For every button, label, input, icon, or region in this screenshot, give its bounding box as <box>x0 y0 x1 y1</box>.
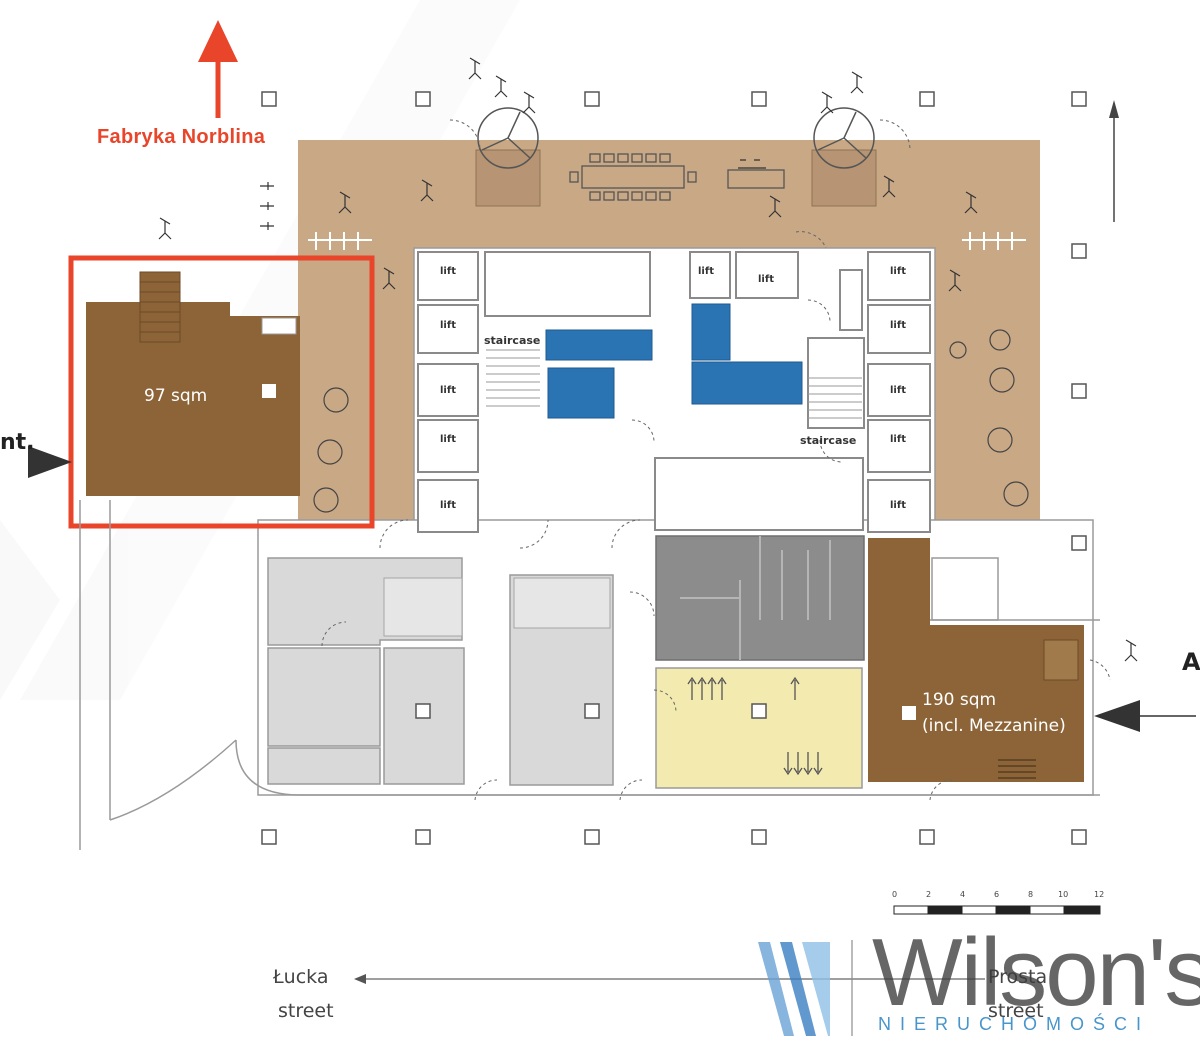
lift-shafts-right <box>867 251 931 533</box>
people-figures <box>158 57 1138 662</box>
scale-bar <box>893 905 1101 915</box>
yellow-room <box>655 667 863 789</box>
lift-shafts-left <box>417 251 479 533</box>
unit-190-stairs <box>1043 639 1079 681</box>
unit-97-stairs <box>139 271 181 343</box>
staircase-hatch <box>486 349 862 419</box>
lift-label: lift <box>890 500 906 511</box>
scale-label: 6 <box>994 890 1000 899</box>
lift-label: lift <box>890 385 906 396</box>
right-entrance-arrow-icon <box>1094 700 1140 732</box>
unit-97-window <box>261 317 297 335</box>
lift-label: lift <box>440 266 456 277</box>
revolving-doors <box>477 107 875 169</box>
street-axis <box>354 974 985 984</box>
lift-label: lift <box>440 385 456 396</box>
lift-label: lift <box>890 266 906 277</box>
scale-label: 0 <box>892 890 898 899</box>
unit-97-area-label: 97 sqm <box>144 386 208 406</box>
scale-label: 4 <box>960 890 966 899</box>
scale-label: 12 <box>1094 890 1105 899</box>
vestibule <box>931 557 999 621</box>
staircase-label: staircase <box>800 434 857 447</box>
lift-label: lift <box>758 274 774 285</box>
door-swings <box>321 119 1111 801</box>
north-arrow-icon <box>198 20 238 118</box>
unit-190-area-label: 190 sqm <box>922 690 997 710</box>
unit-190-area-note: (incl. Mezzanine) <box>922 716 1066 736</box>
blue-shafts <box>545 303 803 419</box>
light-grey-inner <box>383 577 611 637</box>
furniture-tables <box>313 329 1029 513</box>
central-rooms <box>484 251 865 531</box>
logo-wordmark: Wilson's <box>872 919 1200 1026</box>
staircase-label: staircase <box>484 334 541 347</box>
unit-190-fill <box>868 538 1084 782</box>
scale-label: 8 <box>1028 890 1034 899</box>
lift-label: lift <box>440 500 456 511</box>
right-street-name: Prosta <box>988 966 1048 988</box>
unit-97-column <box>262 384 276 398</box>
lift-label: lift <box>440 434 456 445</box>
logo-mark-icon <box>758 940 853 1036</box>
right-entrance-label: A <box>1182 648 1200 676</box>
right-street-suffix: street <box>988 1000 1044 1022</box>
unit-190-stair-lines <box>998 759 1036 779</box>
lift-label: lift <box>890 434 906 445</box>
left-street-name: Łucka <box>273 966 329 988</box>
left-entrance-label: nt. <box>0 430 35 455</box>
lift-label: lift <box>698 266 714 277</box>
north-direction-label: Fabryka Norblina <box>97 126 266 148</box>
left-entrance-arrow-icon <box>28 446 72 478</box>
unit-97-stair-lines <box>140 281 180 333</box>
scale-label: 10 <box>1058 890 1069 899</box>
toilet-partitions <box>680 536 831 660</box>
logo-tagline: NIERUCHOMOŚCI <box>878 1014 1151 1034</box>
unit-190-column <box>902 706 916 720</box>
lift-label: lift <box>440 320 456 331</box>
courtyard-area <box>298 140 1040 552</box>
street-walls <box>79 500 1100 850</box>
scale-label: 2 <box>926 890 932 899</box>
column-markers <box>261 91 1087 845</box>
lift-label: lift <box>890 320 906 331</box>
meeting-table <box>569 153 785 201</box>
left-street-suffix: street <box>278 1000 334 1022</box>
unit-97-fill <box>86 302 300 496</box>
compass-arrow-icon <box>1109 100 1119 222</box>
highlight-frame <box>68 255 375 529</box>
courtyard-railings <box>308 232 1026 250</box>
yellow-room-arrows <box>687 676 823 776</box>
